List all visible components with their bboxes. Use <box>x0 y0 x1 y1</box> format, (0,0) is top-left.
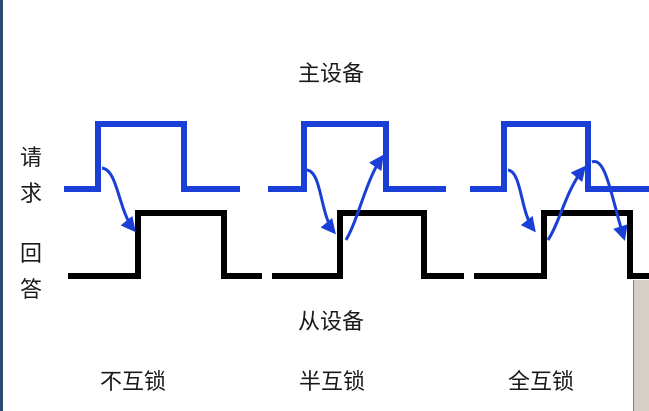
mode-semi-interlocked <box>268 121 464 279</box>
window-corner-panel <box>632 280 649 411</box>
answer-rise-to-request-fall-arrow <box>546 165 586 241</box>
slave-device-title: 从设备 <box>298 310 365 335</box>
request-to-answer-arrow <box>101 166 136 233</box>
caption-non-interlocked: 不互锁 <box>100 370 167 395</box>
master-device-title: 主设备 <box>298 62 365 87</box>
answer-label-char-2: 答 <box>20 278 43 303</box>
answer-signal-line <box>272 210 464 279</box>
answer-label-char-1: 回 <box>20 242 43 267</box>
request-signal-line <box>64 121 240 192</box>
answer-signal-line <box>68 210 262 279</box>
request-signal-line <box>268 121 446 192</box>
request-to-answer-arrow <box>306 168 336 235</box>
answer-to-request-arrow <box>344 154 384 241</box>
request-fall-to-answer-fall-arrow <box>591 160 628 241</box>
request-rise-to-answer-rise-arrow <box>507 168 536 233</box>
caption-semi-interlocked: 半互锁 <box>299 370 366 395</box>
window-left-edge <box>0 0 3 411</box>
answer-signal-line <box>474 210 649 279</box>
request-signal-line <box>470 121 649 192</box>
mode-non-interlocked <box>64 121 262 279</box>
mode-fully-interlocked <box>470 121 649 279</box>
request-label-char-1: 请 <box>20 146 43 171</box>
request-label-char-2: 求 <box>20 182 43 207</box>
caption-fully-interlocked: 全互锁 <box>508 370 575 395</box>
